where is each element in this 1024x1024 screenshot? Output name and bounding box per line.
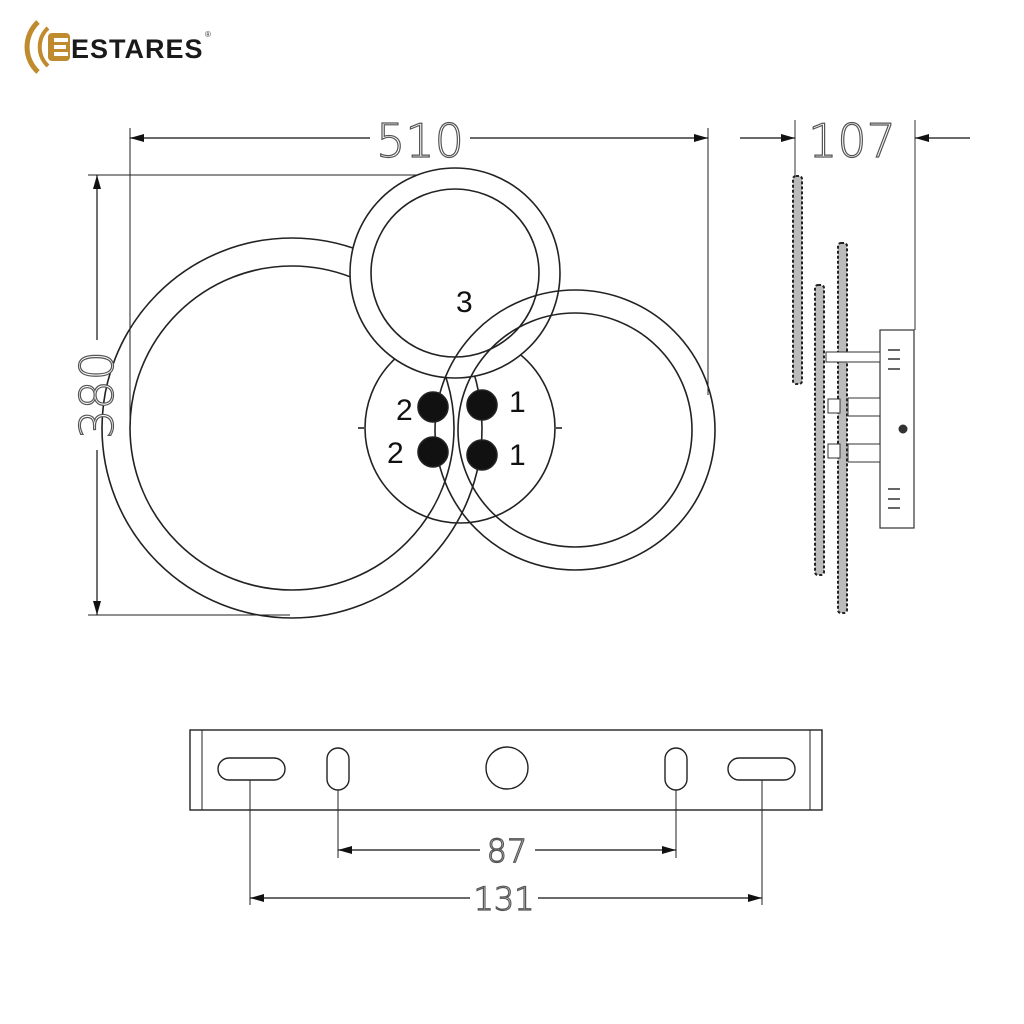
label-left-upper: 2 [396,394,413,427]
left-ring-outer [101,237,483,619]
label-right-lower: 1 [509,439,526,472]
dimension-width: 510 [130,113,708,169]
slot-right [727,757,796,781]
top-ring-outer [349,167,561,379]
left-ring-inner [129,265,455,591]
dimension-height: 380 [69,175,125,615]
dimension-131: 131 [250,879,762,919]
height-value: 380 [70,351,124,439]
bracket-inner-value: 87 [487,832,528,870]
slot-inner-left [326,747,350,791]
slot-left [217,757,286,781]
label-left-lower: 2 [387,437,404,470]
front-view [88,128,716,619]
center-hole [485,746,529,790]
bracket-outer-value: 131 [473,880,534,918]
right-ring-inner [457,312,693,548]
label-right-upper: 1 [509,386,526,419]
depth-value: 107 [808,114,896,168]
estares-logo: ESTARES ® [24,20,211,74]
logo-registered-mark: ® [205,30,211,39]
right-ring-outer [434,289,716,571]
connector-dot [466,439,498,471]
connector-dot [417,436,449,468]
side-view [792,120,916,614]
logo-brand-text: ESTARES [71,34,204,64]
width-value: 510 [376,114,464,168]
dimension-depth: 107 [740,113,970,169]
label-top-ring: 3 [456,286,473,319]
mounting-bracket [189,729,823,905]
dimension-87: 87 [338,831,676,871]
slot-inner-right [664,747,688,791]
connector-dot [466,389,498,421]
connector-dot [417,391,449,423]
screw-icon [898,424,908,434]
